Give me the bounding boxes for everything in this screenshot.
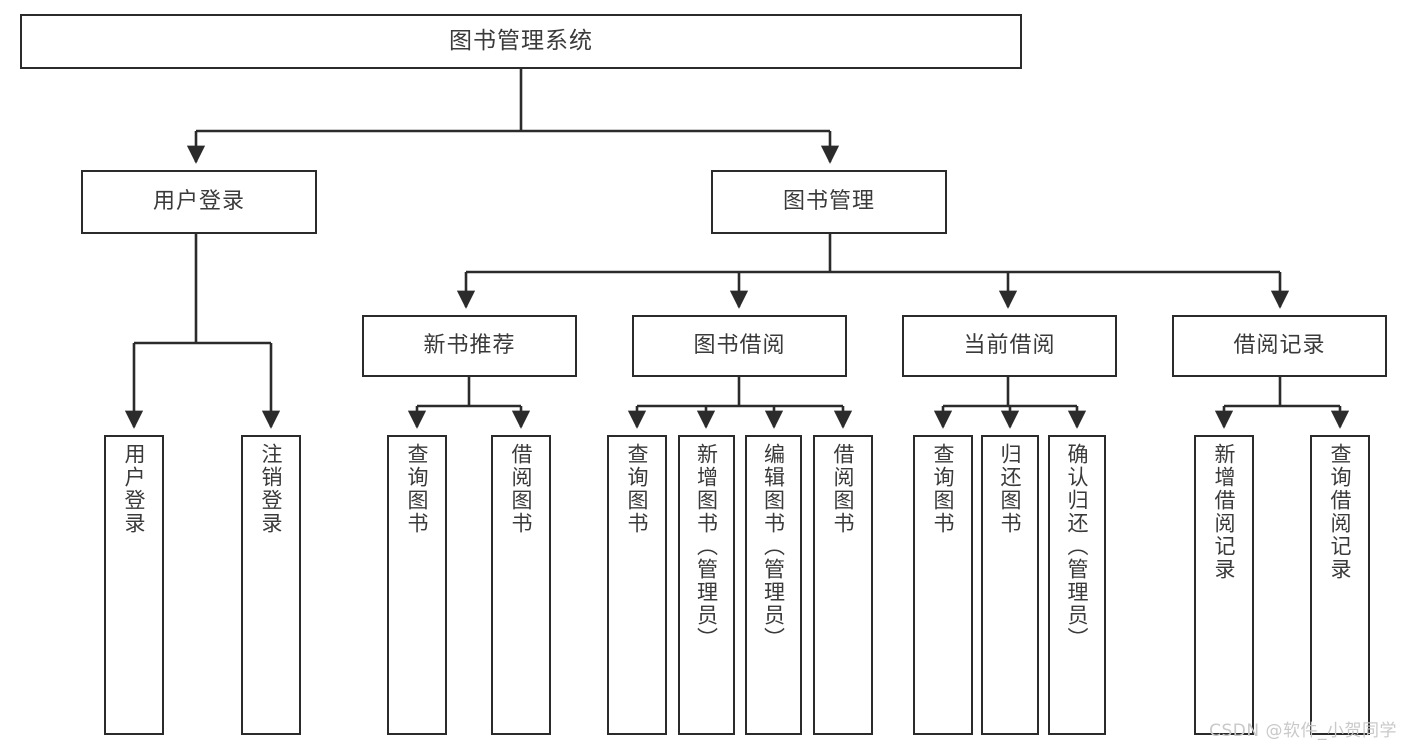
node-leaf-newbook-borrow-book[interactable]: 借阅图书	[491, 435, 551, 735]
node-leaf-newbook-query-book[interactable]: 查询图书	[387, 435, 447, 735]
csdn-watermark: CSDN @软件_小贺同学	[1209, 721, 1397, 741]
node-borrow-record[interactable]: 借阅记录	[1172, 315, 1387, 377]
node-leaf-borrow-book-label: 借阅图书	[831, 443, 856, 535]
node-leaf-confirm-return-admin-label: 确认归还（管理员）	[1065, 443, 1090, 650]
node-user-login-label: 用户登录	[152, 188, 245, 214]
node-leaf-return-book[interactable]: 归还图书	[981, 435, 1039, 735]
node-leaf-borrow-book[interactable]: 借阅图书	[813, 435, 873, 735]
node-leaf-query-borrow-record[interactable]: 查询借阅记录	[1310, 435, 1370, 735]
node-leaf-user-login[interactable]: 用户登录	[104, 435, 164, 735]
node-leaf-query-borrow-record-label: 查询借阅记录	[1328, 443, 1353, 581]
node-new-book-recommend[interactable]: 新书推荐	[362, 315, 577, 377]
node-leaf-user-login-label: 用户登录	[122, 443, 147, 535]
node-leaf-newbook-borrow-book-label: 借阅图书	[509, 443, 534, 535]
node-root-label: 图书管理系统	[449, 28, 593, 55]
node-book-borrow-label: 图书借阅	[693, 332, 786, 358]
node-leaf-add-borrow-record[interactable]: 新增借阅记录	[1194, 435, 1254, 735]
node-borrow-record-label: 借阅记录	[1233, 332, 1326, 358]
node-leaf-add-borrow-record-label: 新增借阅记录	[1212, 443, 1237, 581]
node-new-book-recommend-label: 新书推荐	[423, 332, 516, 358]
node-leaf-borrow-query-book[interactable]: 查询图书	[607, 435, 667, 735]
node-leaf-newbook-query-book-label: 查询图书	[405, 443, 430, 535]
node-user-login[interactable]: 用户登录	[81, 170, 317, 234]
node-leaf-current-query-book[interactable]: 查询图书	[913, 435, 973, 735]
node-leaf-return-book-label: 归还图书	[998, 443, 1023, 535]
node-current-borrow-label: 当前借阅	[963, 332, 1056, 358]
node-leaf-logout[interactable]: 注销登录	[241, 435, 301, 735]
node-current-borrow[interactable]: 当前借阅	[902, 315, 1117, 377]
node-book-management[interactable]: 图书管理	[711, 170, 947, 234]
node-leaf-confirm-return-admin[interactable]: 确认归还（管理员）	[1048, 435, 1106, 735]
node-leaf-borrow-query-book-label: 查询图书	[625, 443, 650, 535]
node-leaf-edit-book-admin-label: 编辑图书（管理员）	[761, 443, 786, 650]
node-leaf-edit-book-admin[interactable]: 编辑图书（管理员）	[745, 435, 802, 735]
node-book-management-label: 图书管理	[782, 188, 875, 214]
node-leaf-add-book-admin[interactable]: 新增图书（管理员）	[678, 435, 735, 735]
node-leaf-logout-label: 注销登录	[259, 443, 284, 535]
node-leaf-add-book-admin-label: 新增图书（管理员）	[694, 443, 719, 650]
node-book-borrow[interactable]: 图书借阅	[632, 315, 847, 377]
node-leaf-current-query-book-label: 查询图书	[931, 443, 956, 535]
node-root[interactable]: 图书管理系统	[20, 14, 1022, 69]
